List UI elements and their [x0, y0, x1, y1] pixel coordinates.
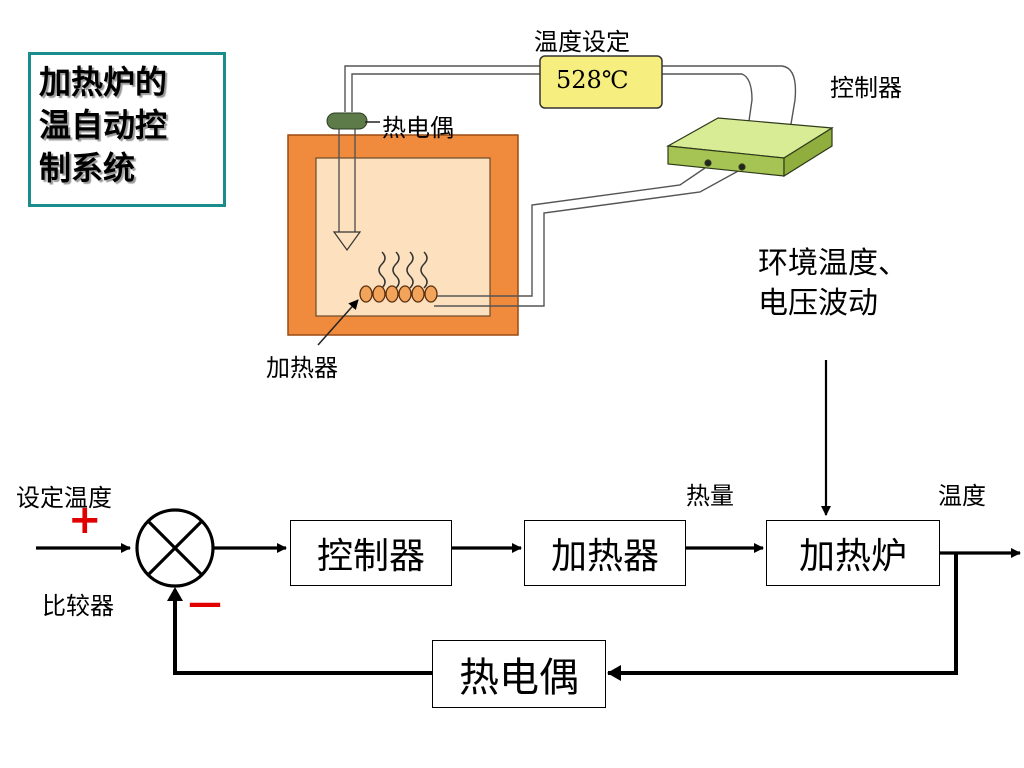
disturbance-label: 环境温度、 电压波动 — [758, 246, 908, 321]
controller-block-label: 控制器 — [316, 536, 425, 577]
heater-illustration-label: 加热器 — [266, 354, 338, 382]
controller-block: 控制器 — [290, 520, 452, 586]
comparator-symbol — [135, 508, 215, 588]
setpoint-box — [539, 55, 663, 109]
thermocouple-tip — [332, 231, 362, 252]
minus-sign: — — [188, 583, 222, 623]
thermocouple-illustration-label: 热电偶 — [382, 114, 454, 142]
heat-label: 热量 — [686, 482, 734, 510]
setpoint-value: 528℃ — [556, 66, 629, 94]
feedback-path — [173, 553, 958, 675]
controller-illustration-label: 控制器 — [830, 74, 902, 102]
feedback-arrowhead-thermocouple — [607, 665, 621, 681]
title-box: 加热炉的 温自动控 制系统 — [28, 52, 226, 207]
comparator-label: 比较器 — [42, 592, 114, 620]
plus-sign: + — [68, 497, 102, 543]
input-label: 设定温度 — [16, 484, 112, 512]
illustration-wires — [338, 65, 797, 307]
thermocouple-block: 热电偶 — [432, 640, 606, 708]
output-label: 温度 — [938, 482, 986, 510]
heater-coil — [359, 285, 438, 303]
controller-box — [666, 117, 834, 178]
heater-block: 加热器 — [524, 520, 686, 586]
title-text: 加热炉的 温自动控 制系统 — [39, 63, 168, 187]
heater-block-label: 加热器 — [550, 536, 659, 577]
heater-pointer — [317, 299, 359, 346]
furnace-block-label: 加热炉 — [798, 536, 907, 577]
furnace-block: 加热炉 — [766, 520, 940, 586]
thermocouple-block-label: 热电偶 — [459, 655, 579, 701]
setpoint-label: 温度设定 — [534, 28, 630, 56]
thermocouple-sensor — [326, 112, 368, 130]
feedback-arrowhead-comparator — [167, 587, 183, 601]
heat-waves-icon — [378, 251, 428, 289]
